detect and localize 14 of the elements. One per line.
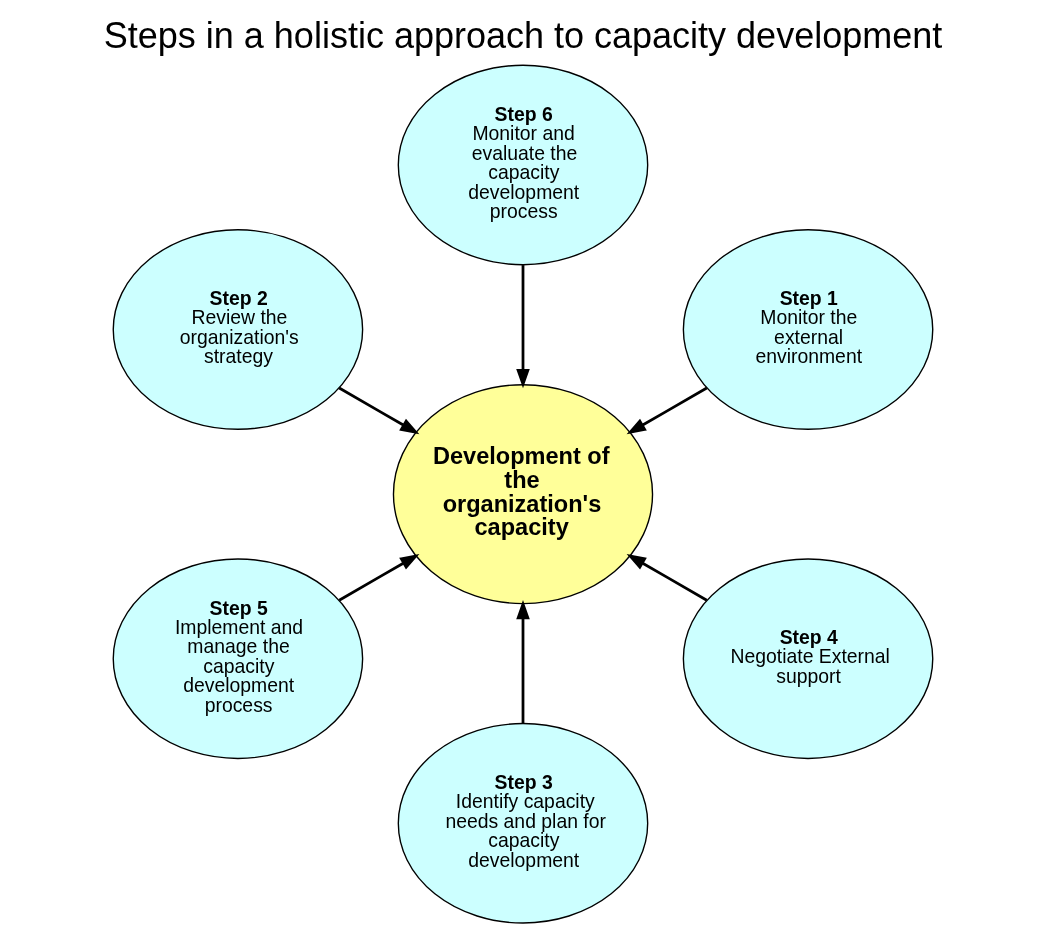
arrow	[338, 553, 419, 602]
node-ellipse: Step 2 Review the organization's strategy	[112, 229, 363, 430]
node-ellipse: Step 1 Monitor the external environment	[682, 229, 933, 430]
diagram-title: Steps in a holistic approach to capacity development	[103, 15, 942, 57]
node-ellipse: Step 4 Negotiate External support	[682, 558, 933, 760]
node-ellipse: Step 3 Identify capacity needs and plan for capacity development	[397, 722, 648, 924]
arrow	[338, 386, 419, 435]
node-ellipse: Step 5 Implement and manage the capacity development process	[112, 558, 363, 760]
arrow	[515, 599, 530, 724]
arrow	[515, 265, 530, 389]
arrow	[626, 553, 707, 602]
node-ellipse: Step 6 Monitor and evaluate the capacity development process	[397, 64, 648, 266]
arrow	[626, 386, 707, 435]
node-ellipse: Development of the organization's capacity	[392, 384, 653, 605]
